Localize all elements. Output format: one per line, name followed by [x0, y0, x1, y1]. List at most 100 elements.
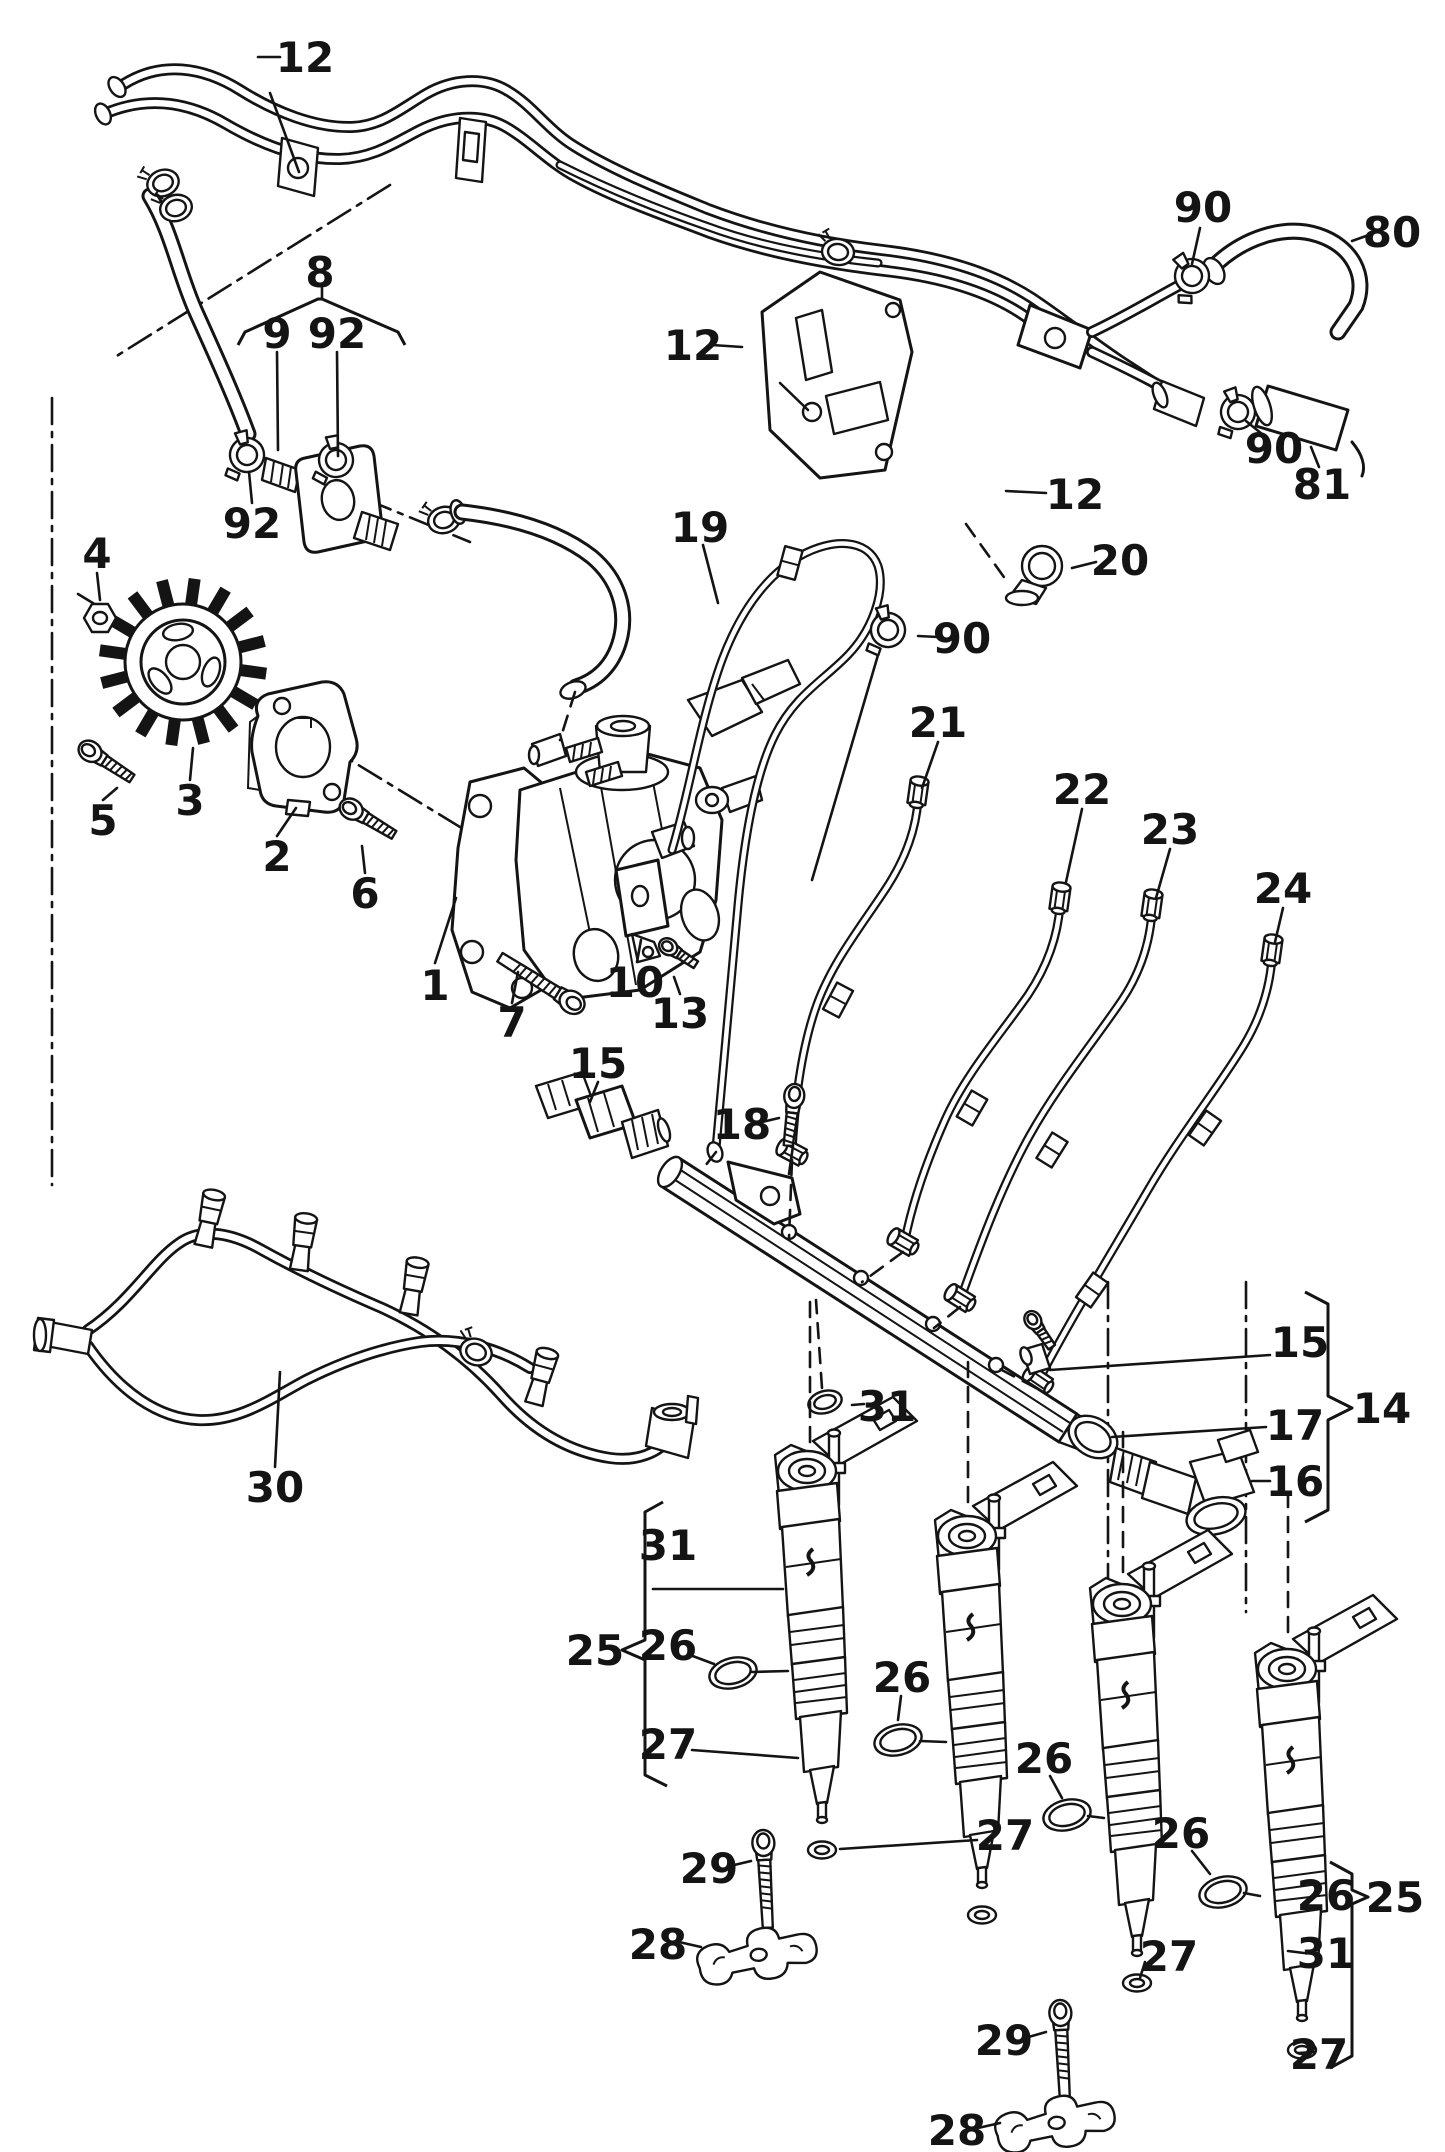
callout-7[interactable]: 7 — [497, 998, 526, 1047]
o-ring-26 — [1194, 1870, 1252, 1914]
callout-19[interactable]: 19 — [671, 503, 729, 552]
callout-4[interactable]: 4 — [82, 529, 111, 578]
gear-tooth — [239, 664, 268, 680]
callout-1[interactable]: 1 — [420, 961, 449, 1010]
bolt-18 — [777, 1081, 807, 1149]
gear-tooth — [229, 686, 259, 710]
pipe-81 — [1250, 384, 1366, 478]
callout-25[interactable]: 25 — [566, 1626, 624, 1675]
callout-27[interactable]: 27 — [976, 1811, 1034, 1860]
construction-line — [700, 1150, 718, 1172]
construction-line — [558, 690, 577, 742]
pump-studs — [564, 736, 624, 788]
callout-27[interactable]: 27 — [639, 1720, 697, 1769]
callout-26[interactable]: 26 — [873, 1653, 931, 1702]
construction-line — [113, 183, 392, 359]
fuel-rail-assembly — [534, 1070, 1260, 1537]
callout-15[interactable]: 15 — [1271, 1318, 1329, 1367]
leader-line — [916, 634, 940, 639]
callout-31[interactable]: 31 — [639, 1521, 697, 1570]
callout-17[interactable]: 17 — [1266, 1401, 1324, 1450]
seals-and-clamps — [693, 1389, 1318, 2152]
callout-22[interactable]: 22 — [1053, 765, 1111, 814]
callout-28[interactable]: 28 — [629, 1920, 687, 1969]
leader-line — [688, 1653, 716, 1666]
o-ring-31 — [807, 1389, 843, 1415]
callout-8[interactable]: 8 — [305, 248, 334, 297]
callout-20[interactable]: 20 — [1091, 536, 1149, 585]
leader-line — [920, 740, 940, 790]
callout-26[interactable]: 26 — [1152, 1809, 1210, 1858]
leader-line — [247, 470, 254, 505]
leader-line — [1286, 1949, 1306, 1955]
callout-28[interactable]: 28 — [928, 2106, 986, 2152]
heat-washer-27 — [806, 1840, 838, 1860]
group-brace — [236, 297, 407, 346]
callout-12[interactable]: 12 — [1046, 470, 1104, 519]
callout-90[interactable]: 90 — [1174, 183, 1232, 232]
leader-line — [728, 1859, 753, 1868]
callout-3[interactable]: 3 — [175, 776, 204, 825]
callout-braces — [236, 297, 1370, 2070]
callout-92[interactable]: 92 — [223, 499, 281, 548]
leader-line — [433, 896, 458, 965]
callout-29[interactable]: 29 — [680, 1844, 738, 1893]
construction-line — [814, 1298, 824, 1390]
callout-92[interactable]: 92 — [308, 309, 366, 358]
callout-12[interactable]: 12 — [664, 321, 722, 370]
callout-29[interactable]: 29 — [975, 2016, 1033, 2065]
group-brace — [1304, 1290, 1354, 1524]
callout-81[interactable]: 81 — [1293, 460, 1351, 509]
construction-line — [996, 1366, 1038, 1390]
callout-14[interactable]: 14 — [1353, 1384, 1411, 1433]
heat-washer-27 — [966, 1905, 998, 1925]
callout-12[interactable]: 12 — [276, 33, 334, 82]
rail-bracket-tab — [726, 1160, 802, 1226]
callout-21[interactable]: 21 — [909, 698, 967, 747]
callout-27[interactable]: 27 — [1290, 2030, 1348, 2079]
leader-line — [1296, 2050, 1316, 2055]
leader-line — [760, 1116, 781, 1124]
callout-16[interactable]: 16 — [1266, 1457, 1324, 1506]
callout-18[interactable]: 18 — [713, 1100, 771, 1149]
callout-31[interactable]: 31 — [858, 1382, 916, 1431]
callout-30[interactable]: 30 — [246, 1463, 304, 1512]
construction-line — [787, 1158, 794, 1240]
construction-line — [860, 1250, 905, 1284]
gear-tooth — [135, 708, 159, 738]
leader-line — [1070, 560, 1098, 570]
callout-27[interactable]: 27 — [1140, 1932, 1198, 1981]
hose-clamp-90-top — [1155, 245, 1220, 311]
leader-line — [268, 91, 301, 174]
leakoff-elbow-connector — [644, 1394, 700, 1460]
callout-25[interactable]: 25 — [1366, 1873, 1424, 1922]
callout-13[interactable]: 13 — [651, 989, 709, 1038]
leader-line — [101, 786, 119, 802]
gear-tooth — [100, 670, 129, 689]
leader-line — [896, 1694, 903, 1722]
callout-15[interactable]: 15 — [569, 1039, 627, 1088]
callout-26[interactable]: 26 — [1015, 1734, 1073, 1783]
gear-tooth — [165, 718, 181, 747]
leader-line — [976, 2121, 1002, 2130]
callout-5[interactable]: 5 — [88, 796, 117, 845]
leader-line — [1048, 1353, 1272, 1372]
callout-26[interactable]: 26 — [639, 1621, 697, 1670]
callout-23[interactable]: 23 — [1141, 805, 1199, 854]
holder-10 — [614, 858, 670, 964]
callout-2[interactable]: 2 — [262, 832, 291, 881]
leader-line — [275, 806, 298, 838]
leader-line — [810, 653, 880, 882]
spring-clamp-92 — [214, 426, 271, 485]
callout-90[interactable]: 90 — [1245, 424, 1303, 473]
callout-31[interactable]: 31 — [1297, 1929, 1355, 1978]
leader-line — [95, 571, 102, 602]
callout-6[interactable]: 6 — [350, 869, 379, 918]
callout-80[interactable]: 80 — [1363, 208, 1421, 257]
callout-26[interactable]: 26 — [1297, 1871, 1355, 1920]
clamping-piece-28 — [991, 2089, 1119, 2152]
callout-10[interactable]: 10 — [606, 958, 664, 1007]
callout-24[interactable]: 24 — [1254, 864, 1312, 913]
callout-90[interactable]: 90 — [933, 614, 991, 663]
callout-9[interactable]: 9 — [262, 309, 291, 358]
